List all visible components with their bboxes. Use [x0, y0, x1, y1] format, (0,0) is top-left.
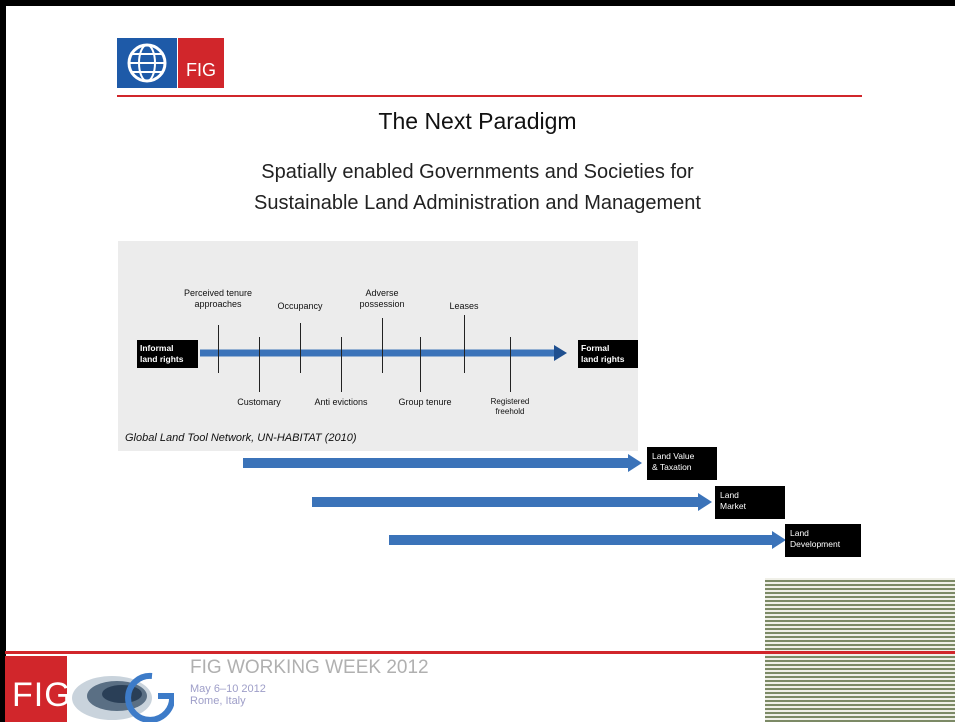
tick-adverse-possession [382, 318, 383, 373]
footer-divider [5, 651, 955, 654]
world-bank-logo-icon [117, 38, 177, 88]
label-perceived-tenure: Perceived tenure approaches [183, 288, 253, 309]
slide-border-left [0, 0, 6, 722]
label-registered-freehold: Registered freehold [490, 397, 530, 416]
tick-leases [464, 315, 465, 373]
arrow-land-value-head [628, 454, 642, 472]
formal-label-line-2: land rights [581, 354, 625, 364]
tick-occupancy [300, 323, 301, 373]
footer-event-title: FIG WORKING WEEK 2012 [190, 657, 429, 678]
label-group-tenure: Group tenure [398, 397, 452, 407]
label-occupancy: Occupancy [277, 301, 323, 311]
callout-land-development: Land Development [785, 524, 861, 557]
fig-logo-text: FIG [186, 60, 216, 80]
callout-land-market: Land Market [715, 486, 785, 519]
footer-fig-logo-icon: FIG [5, 656, 71, 722]
tick-perceived-tenure [218, 325, 219, 373]
formal-land-rights-box: Formal land rights [578, 340, 638, 368]
decorative-photo [765, 578, 955, 722]
tick-customary [259, 337, 260, 392]
formal-label-line-1: Formal [581, 343, 610, 353]
arrow-land-market-head [698, 493, 712, 511]
source-credit: Global Land Tool Network, UN-HABITAT (20… [125, 432, 357, 444]
footer-dates: May 6–10 2012 Rome, Italy [190, 683, 266, 707]
informal-label-line-2: land rights [140, 354, 184, 364]
informal-land-rights-box: Informal land rights [137, 340, 198, 368]
label-leases: Leases [449, 301, 479, 311]
slide-title: The Next Paradigm [378, 108, 577, 134]
callout-land-value-taxation: Land Value & Taxation [647, 447, 717, 480]
subtitle-line-1: Spatially enabled Governments and Societ… [261, 161, 694, 183]
label-anti-evictions: Anti evictions [314, 397, 368, 407]
informal-label-line-1: Informal [140, 343, 174, 353]
subtitle-line-2: Sustainable Land Administration and Mana… [254, 192, 701, 214]
tick-group-tenure [420, 337, 421, 392]
slide-subtitle: Spatially enabled Governments and Societ… [0, 157, 955, 219]
working-week-logo-icon [72, 656, 176, 723]
tick-anti-evictions [341, 337, 342, 392]
header-divider [117, 95, 862, 97]
arrow-land-development-head [772, 531, 786, 549]
slide-border-top [0, 0, 955, 6]
continuum-arrowhead [554, 345, 567, 361]
label-adverse-possession: Adverse possession [359, 288, 405, 309]
label-customary: Customary [237, 397, 281, 407]
tick-registered-freehold [510, 337, 511, 392]
continuum-panel [118, 241, 638, 451]
fig-logo-icon: FIG [178, 38, 224, 88]
